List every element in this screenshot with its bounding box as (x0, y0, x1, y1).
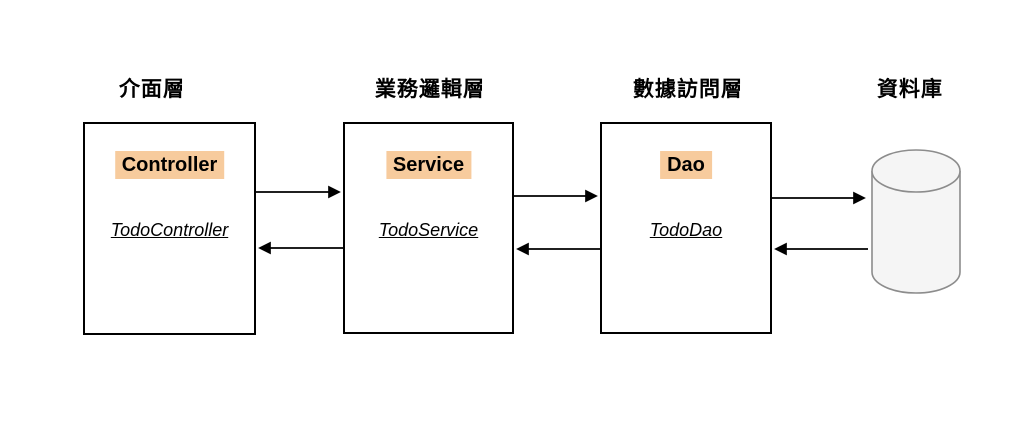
controller-class-label: Controller (114, 151, 225, 179)
interface-layer-box: Controller TodoController (83, 122, 256, 335)
dao-class-label: Dao (660, 151, 712, 179)
business-logic-layer-box: Service TodoService (343, 122, 514, 334)
layer-title-interface: 介面層 (119, 78, 185, 101)
service-class-label: Service (385, 151, 472, 179)
database-cylinder-shape (871, 149, 961, 294)
data-access-layer-box: Dao TodoDao (600, 122, 772, 334)
service-instance-label: TodoService (378, 220, 479, 240)
dao-instance-label: TodoDao (649, 220, 723, 240)
layer-title-data-access: 數據訪問層 (633, 78, 743, 101)
controller-instance-label: TodoController (110, 220, 229, 240)
layer-title-business-logic: 業務邏輯層 (375, 78, 485, 101)
layer-title-database: 資料庫 (877, 78, 943, 101)
